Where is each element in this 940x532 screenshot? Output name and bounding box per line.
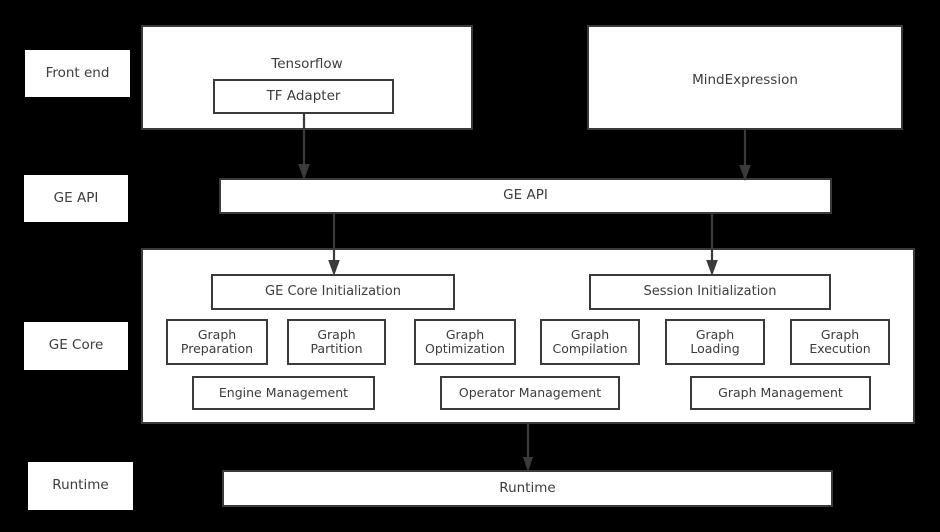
graph-optimization-box: Graph Optimization: [414, 319, 516, 365]
layer-label-runtime: Runtime: [28, 462, 133, 510]
graph-compilation-box: Graph Compilation: [540, 319, 640, 365]
operator-management-box: Operator Management: [440, 376, 620, 410]
arrow-ge-api-to-session-initialization: [702, 212, 722, 278]
mindexpression-title: MindExpression: [692, 72, 798, 88]
session-initialization-box: Session Initialization: [589, 274, 831, 310]
runtime-bar: Runtime: [222, 470, 833, 507]
arrow-ge-core-to-runtime: [518, 423, 538, 473]
layer-label-ge-api: GE API: [24, 175, 128, 222]
ge-api-bar: GE API: [219, 178, 832, 214]
arrow-ge-api-to-ge-core-initialization: [324, 212, 344, 278]
tf-adapter-box: TF Adapter: [213, 79, 394, 114]
arrow-mindexpression-to-ge-api: [735, 128, 755, 183]
graph-preparation-box: Graph Preparation: [166, 319, 268, 365]
layer-label-ge-core: GE Core: [24, 322, 128, 370]
graph-execution-box: Graph Execution: [790, 319, 890, 365]
layer-label-front-end: Front end: [25, 50, 130, 97]
graph-loading-box: Graph Loading: [665, 319, 765, 365]
ge-core-initialization-box: GE Core Initialization: [211, 274, 455, 310]
arrow-tf-adapter-to-ge-api: [294, 112, 314, 182]
graph-partition-box: Graph Partition: [287, 319, 386, 365]
mindexpression-container: MindExpression: [587, 25, 903, 130]
tensorflow-title: Tensorflow: [271, 56, 343, 72]
engine-management-box: Engine Management: [192, 376, 375, 410]
graph-management-box: Graph Management: [690, 376, 871, 410]
